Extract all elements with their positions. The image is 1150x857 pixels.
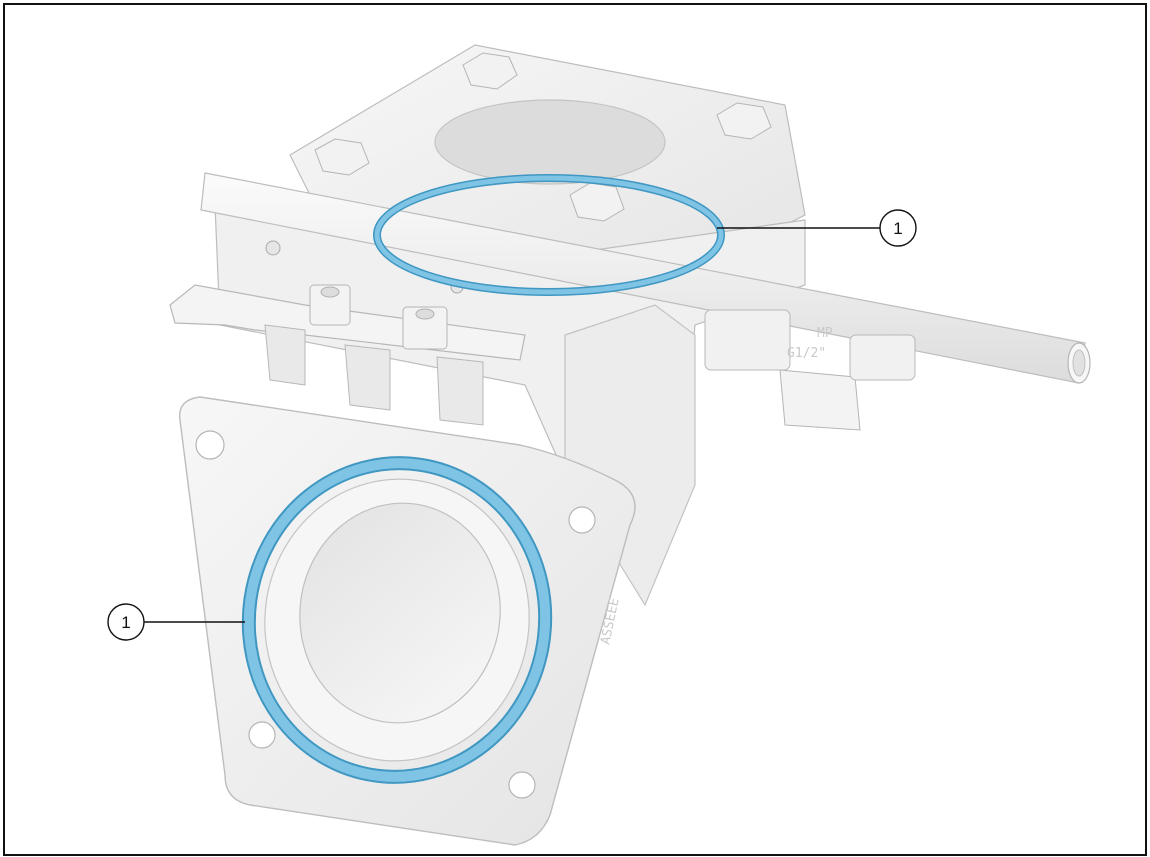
- callout-label-flange: 1: [121, 613, 130, 632]
- flange-bore: [299, 502, 501, 724]
- callout-top: 1: [717, 209, 917, 247]
- callout-flange: 1: [107, 603, 245, 641]
- gasket-ring-flange: [241, 456, 553, 784]
- callout-label-top: 1: [893, 219, 902, 238]
- top-bore: [434, 99, 666, 185]
- valve-diagram: G1/2" MP ASSEEE 1 1: [107, 44, 1091, 846]
- tube: [200, 172, 1091, 384]
- marking-a: MP: [817, 326, 833, 341]
- fitting: G1/2" MP: [704, 309, 916, 431]
- diagram-frame: G1/2" MP ASSEEE 1 1: [3, 3, 1147, 856]
- bolt-heads: [314, 52, 772, 222]
- nuts-front: [264, 284, 484, 426]
- thread-marking: G1/2": [787, 346, 826, 361]
- gasket-ring-top: [373, 174, 725, 296]
